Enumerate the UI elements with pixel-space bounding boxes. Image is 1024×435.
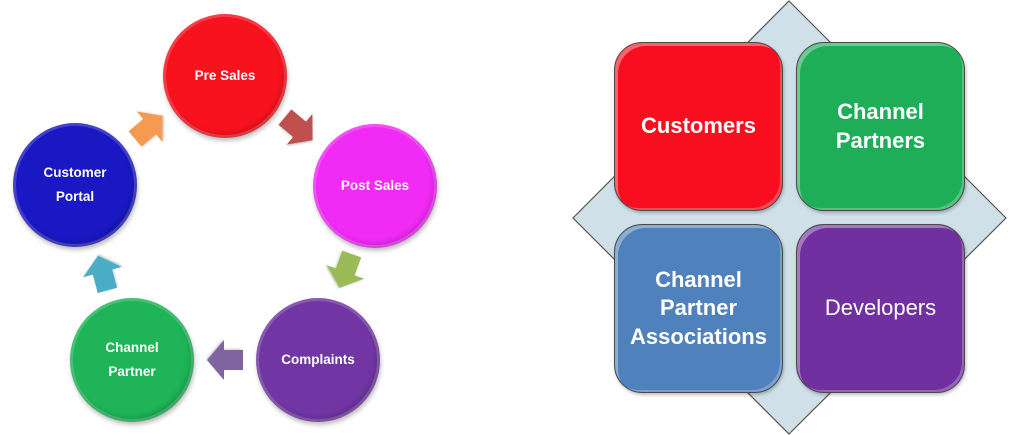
node-complaints-label: Complaints [281,352,355,368]
arrow-complaints-to-channel-partner-icon [207,340,243,380]
node-customer-portal-label: Customer Portal [43,165,107,204]
node-channel-partner-label: Channel Partner [105,340,159,379]
cell-customers-label: Customers [641,113,756,139]
node-complaints[interactable]: Complaints [256,298,380,422]
node-customer-portal[interactable]: Customer Portal [13,123,137,247]
arrow-pre-sales-to-post-sales-icon [278,109,313,145]
node-pre-sales[interactable]: Pre Sales [163,14,287,138]
node-post-sales[interactable]: Post Sales [313,124,437,248]
cell-customers[interactable]: Customers [614,42,783,211]
node-channel-partner[interactable]: Channel Partner [70,298,194,422]
cell-channel-partners[interactable]: Channel Partners [796,42,965,211]
arrow-channel-partner-to-customer-portal-icon [83,255,122,294]
cell-developers-label: Developers [824,295,937,321]
cell-channel-partner-associations-label: Channel Partner Associations [630,266,767,349]
cell-channel-partners-label: Channel Partners [835,98,926,153]
cell-developers[interactable]: Developers [796,224,965,393]
node-post-sales-label: Post Sales [340,178,410,194]
cell-channel-partner-associations[interactable]: Channel Partner Associations [614,224,783,393]
arrow-customer-portal-to-pre-sales-icon [128,111,163,147]
node-pre-sales-label: Pre Sales [194,68,256,84]
arrow-post-sales-to-complaints-icon [326,250,365,288]
